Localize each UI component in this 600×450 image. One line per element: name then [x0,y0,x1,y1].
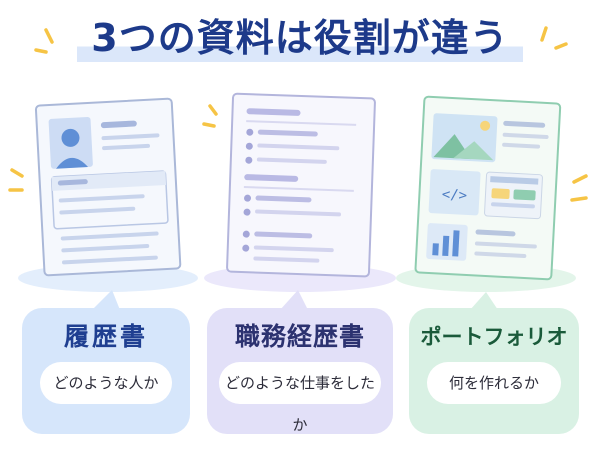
card-portfolio: ポートフォリオ 何を作れるか [409,308,579,434]
bar-chart-icon [426,223,468,261]
card-work-history: 職務経歴書 どのような仕事をしたか [207,308,393,434]
title-area: 3つの資料は役割が違う [0,14,600,62]
portfolio-document: </> [414,95,562,281]
code-icon: </> [428,169,481,216]
card-description: どのような仕事をしたか [219,362,381,434]
card-title: 履歴書 [63,322,148,351]
work-history-document [226,92,376,278]
mountain-image-icon [431,113,498,163]
card-description: どのような人か [40,362,172,404]
card-resume: 履歴書 どのような人か [22,308,190,434]
sparkle-icon [8,26,588,202]
card-title: 職務経歴書 [234,322,365,351]
person-icon [56,128,89,169]
resume-document [34,97,182,277]
card-description: 何を作れるか [427,362,561,404]
svg-text:</>: </> [441,187,467,204]
page-title: 3つの資料は役割が違う [77,14,523,62]
card-title: ポートフォリオ [420,325,568,349]
